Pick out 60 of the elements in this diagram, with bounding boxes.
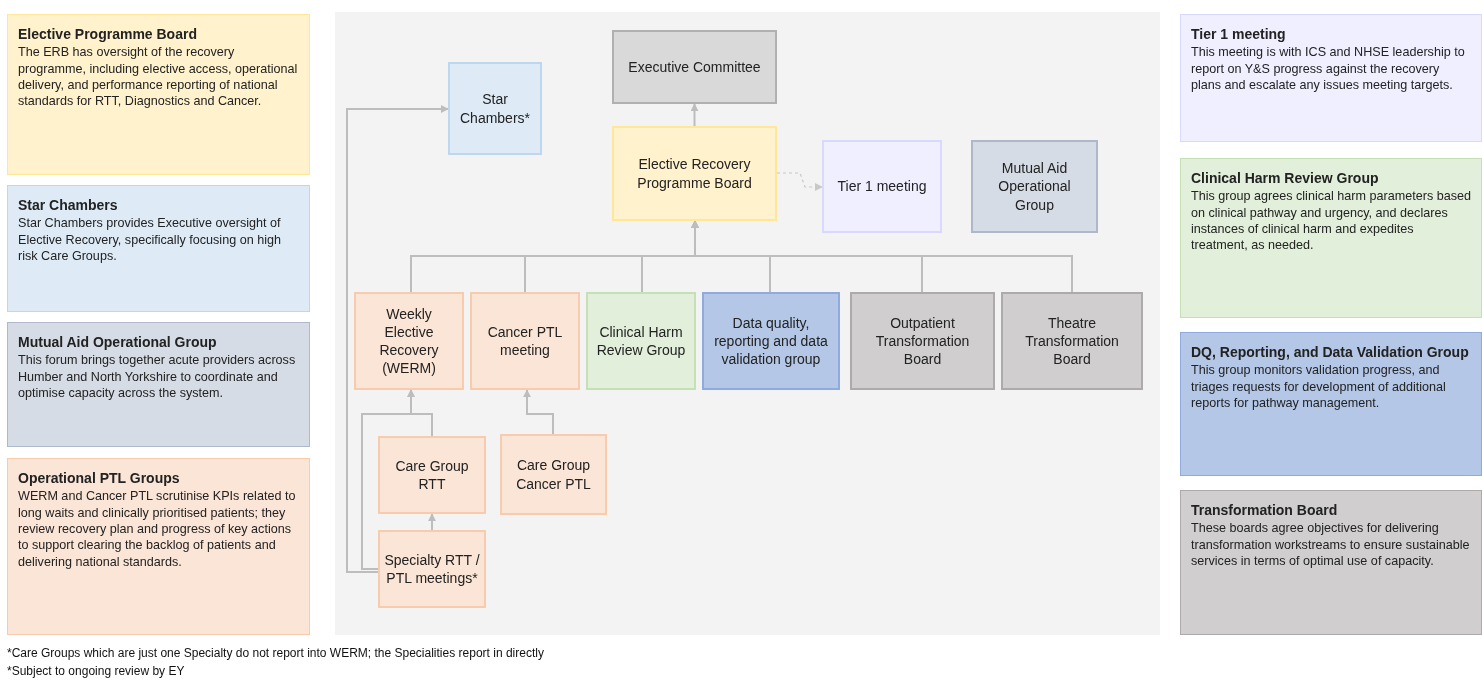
info-card — [7, 14, 310, 175]
arrow — [428, 513, 436, 531]
process-box — [612, 30, 777, 104]
arrow — [346, 105, 449, 573]
card-description: This forum brings together acute providers across Humber and North Yorkshire to coordinate and optimise capacity across the system. — [18, 352, 297, 402]
box-label: Weekly Elective Recovery (WERM) — [378, 304, 440, 378]
box-label: Mutual Aid Operational Group — [997, 159, 1072, 214]
process-box — [378, 530, 486, 608]
process-box — [448, 62, 542, 155]
card-description: WERM and Cancer PTL scrutinise KPIs related to long waits and clinically prioritised patients; they review recovery plan and progress of key actions to support clearing the backlog of patients and delivering national standards. — [18, 488, 297, 570]
card-heading: Elective Programme Board — [18, 25, 198, 44]
process-box — [354, 292, 464, 390]
info-card — [1180, 332, 1482, 476]
process-box — [586, 292, 696, 390]
process-box — [612, 126, 777, 221]
card-heading: Mutual Aid Operational Group — [18, 333, 218, 352]
box-label: Theatre Transformation Board — [1024, 313, 1120, 369]
box-label: Care Group Cancer PTL — [515, 456, 592, 493]
arrow — [361, 389, 415, 570]
process-box — [470, 292, 580, 390]
footnote: *Subject to ongoing review by EY — [7, 664, 185, 678]
box-label: Data quality, reporting and data validation group — [713, 313, 829, 369]
card-description: This meeting is with ICS and NHSE leadership to report on Y&S progress against the recovery plans and escalate any issues meeting targets. — [1191, 44, 1466, 94]
footnote: *Care Groups which are just one Specialty do not report into WERM; the Specialities report in directly — [7, 646, 544, 660]
card-description: The ERB has oversight of the recovery programme, including elective access, operational delivery, and performance reporting of national standards for RTT, Diagnostics and Cancer. — [18, 44, 299, 110]
info-card — [1180, 490, 1482, 635]
box-label: Star Chambers* — [459, 90, 531, 127]
arrow — [776, 172, 823, 191]
process-box — [500, 434, 607, 515]
info-card — [1180, 14, 1482, 142]
process-box — [702, 292, 840, 390]
info-card — [1180, 158, 1482, 318]
card-heading: Tier 1 meeting — [1191, 25, 1287, 44]
info-card — [7, 322, 310, 447]
process-box — [378, 436, 486, 514]
card-heading: Operational PTL Groups — [18, 469, 181, 488]
card-heading: Star Chambers — [18, 196, 119, 215]
process-box — [1001, 292, 1143, 390]
process-box — [850, 292, 995, 390]
card-description: Star Chambers provides Executive oversight of Elective Recovery, specifically focusing on high risk Care Groups. — [18, 215, 282, 265]
card-description: This group monitors validation progress, and triages requests for development of additional reports for pathway management. — [1191, 362, 1447, 412]
card-description: These boards agree objectives for delivering transformation workstreams to ensure sustainable services in terms of optimal use of capacity. — [1191, 520, 1471, 570]
box-label: Executive Committee — [628, 57, 761, 77]
box-label: Specialty RTT / PTL meetings* — [384, 550, 480, 588]
card-heading: Transformation Board — [1191, 501, 1339, 520]
card-description: This group agrees clinical harm parameters based on clinical pathway and urgency, and declares instances of clinical harm and expedites treatment, as needed. — [1191, 188, 1471, 254]
box-label: Cancer PTL meeting — [486, 322, 564, 360]
card-heading: Clinical Harm Review Group — [1191, 169, 1380, 188]
box-label: Care Group RTT — [394, 456, 470, 494]
arrow — [690, 103, 699, 127]
box-label: Outpatient Transformation Board — [874, 313, 971, 369]
box-label: Tier 1 meeting — [837, 177, 927, 196]
box-label: Elective Recovery Programme Board — [636, 155, 753, 192]
card-heading: DQ, Reporting, and Data Validation Group — [1191, 343, 1470, 362]
arrow — [523, 389, 554, 435]
box-label: Clinical Harm Review Group — [595, 322, 687, 360]
info-card — [7, 458, 310, 635]
info-card — [7, 185, 310, 312]
process-box — [822, 140, 942, 233]
process-box — [971, 140, 1098, 233]
